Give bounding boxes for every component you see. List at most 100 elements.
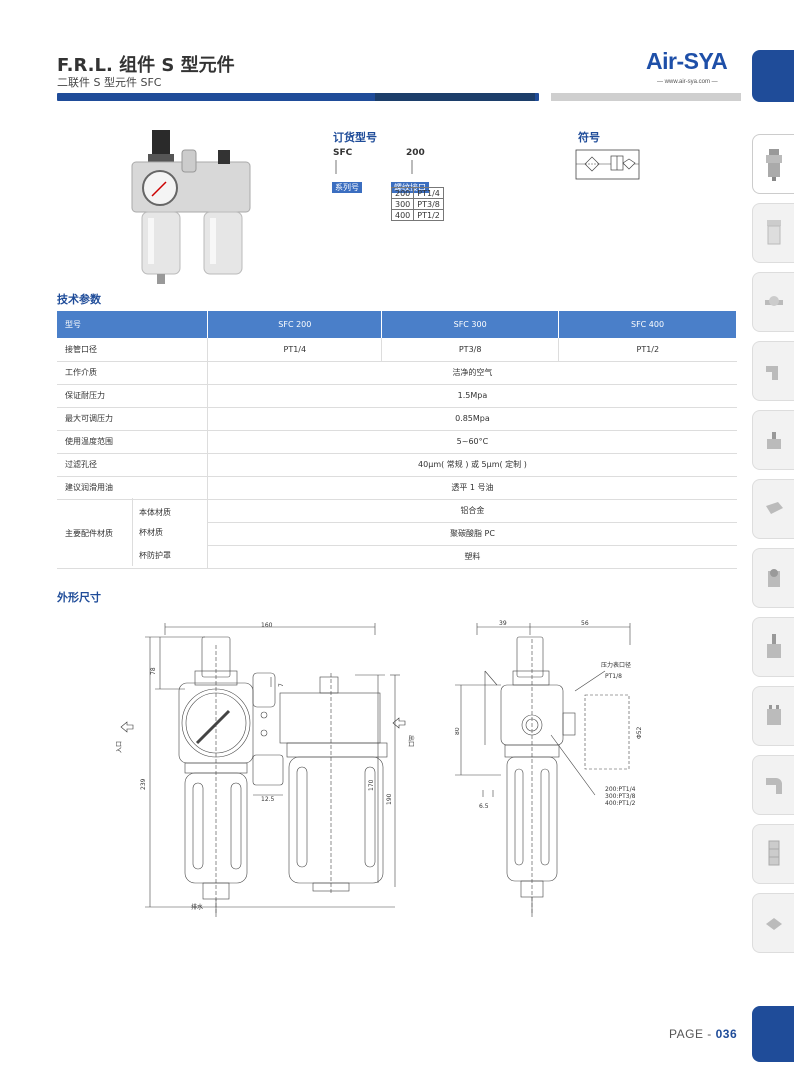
- row-label: 工作介质: [57, 361, 208, 385]
- cylinder-icon: [766, 705, 781, 725]
- side-tab-solenoid[interactable]: [752, 548, 794, 608]
- port-size: 400:PT1/2: [605, 800, 636, 807]
- front-view-drawing: 160 78 239 7 12.5 170 190 入口 出口 排水: [116, 622, 415, 917]
- outlet-arrow-icon: [392, 717, 406, 729]
- dim-6-5: 6.5: [479, 803, 489, 810]
- row-label: 最大可调压力: [57, 407, 208, 431]
- outlet-label: 出口: [407, 735, 415, 747]
- drain-label: 排水: [191, 903, 203, 911]
- page-number-label: PAGE - 036: [669, 1027, 737, 1041]
- side-tab-valve[interactable]: [752, 410, 794, 470]
- filter-bowl: [141, 211, 181, 275]
- side-tab-accessory[interactable]: [752, 893, 794, 953]
- material-divider: [132, 498, 133, 566]
- frl-unit-icon: [765, 149, 782, 181]
- dim-80: 80: [455, 727, 461, 735]
- row-label: 保证耐压力: [57, 384, 208, 408]
- specs-header-row: 型号 SFC 200 SFC 300 SFC 400: [57, 311, 737, 338]
- cell-value: PT1/2: [558, 338, 737, 362]
- symbol-heading: 符号: [578, 131, 600, 144]
- option-code: 300: [390, 198, 415, 210]
- gauge-port-label: 压力表口径: [601, 661, 631, 669]
- cell-value: 5~60°C: [207, 430, 737, 454]
- dim-39: 39: [499, 620, 507, 627]
- solenoid-icon: [767, 569, 780, 587]
- dim-d52: Φ52: [636, 726, 643, 739]
- inlet-arrow-icon: [120, 721, 134, 733]
- table-row: 工作介质洁净的空气: [57, 361, 737, 385]
- header-bar-grey: [551, 93, 741, 101]
- side-tab-pipe[interactable]: [752, 755, 794, 815]
- table-row: 聚碳酸脂 PC: [57, 522, 737, 546]
- side-tab-manifold[interactable]: [752, 617, 794, 677]
- option-thread: PT1/4: [413, 187, 444, 199]
- cell-value: 透平 1 号油: [207, 476, 737, 500]
- elbow-fitting-icon: [765, 366, 778, 380]
- page-tab[interactable]: [752, 1006, 794, 1062]
- dim-190: 190: [386, 793, 393, 805]
- side-tab-elbow[interactable]: [752, 341, 794, 401]
- chapter-tab[interactable]: [752, 50, 794, 102]
- side-tab-frl[interactable]: [752, 134, 794, 194]
- side-tab-fitting[interactable]: [752, 272, 794, 332]
- side-tab-filter[interactable]: [752, 203, 794, 263]
- cell-value: 聚碳酸脂 PC: [207, 522, 737, 546]
- material-label: 杯材质: [139, 528, 163, 537]
- option-thread: PT1/2: [413, 209, 444, 221]
- cell-value: PT3/8: [381, 338, 559, 362]
- side-view-drawing: 39 56 80 Φ52 6.5 压力表口径 PT1/8 200:PT1/4 3…: [455, 620, 643, 917]
- port-size: 200:PT1/4: [605, 786, 636, 793]
- option-code: 400: [390, 209, 415, 221]
- series-tag: 系列号: [332, 182, 362, 193]
- block-icon: [765, 502, 783, 514]
- table-row: 主要配件材质 本体材质 铝合金: [57, 499, 737, 569]
- side-tab-block[interactable]: [752, 479, 794, 539]
- row-label: 建议润滑用油: [57, 476, 208, 500]
- gauge-port-value: PT1/8: [605, 673, 622, 680]
- lubricator-bowl: [203, 211, 243, 275]
- size-code: 200: [406, 148, 425, 158]
- cell-value: 1.5Mpa: [207, 384, 737, 408]
- order-connector-lines: [335, 160, 413, 174]
- regulator-knob: [152, 130, 170, 156]
- dim-small: 7: [278, 683, 285, 687]
- order-heading: 订货型号: [333, 131, 377, 144]
- side-tab-cylinder[interactable]: [752, 686, 794, 746]
- specs-heading: 技术参数: [57, 293, 101, 306]
- dim-56: 56: [581, 620, 589, 627]
- cell-value: 洁净的空气: [207, 361, 737, 385]
- row-label: 接管口径: [57, 338, 208, 362]
- header-bar: [57, 93, 539, 101]
- series-tag-wrap: 系列号: [332, 175, 362, 194]
- fitting-icon: [764, 296, 783, 306]
- material-label: 杯防护罩: [139, 551, 171, 560]
- dim-total-height: 239: [140, 778, 147, 790]
- option-code: 200: [390, 187, 415, 199]
- cell-value: PT1/4: [207, 338, 382, 362]
- cell-value: 铝合金: [207, 499, 737, 523]
- col-header: SFC 300: [381, 311, 560, 338]
- valve-icon: [766, 432, 781, 449]
- dim-top-height: 78: [150, 667, 157, 675]
- product-image: [131, 130, 251, 284]
- table-row: 塑料: [57, 545, 737, 569]
- col-header: SFC 400: [558, 311, 737, 338]
- page-title: F.R.L. 组件 S 型元件: [57, 55, 235, 76]
- manifold-icon: [766, 634, 781, 658]
- dim-width: 160: [261, 622, 273, 629]
- accessory-icon: [765, 918, 782, 930]
- side-tab-silencer[interactable]: [752, 824, 794, 884]
- pneumatic-symbol: [575, 149, 640, 180]
- inlet-label: 入口: [116, 741, 123, 753]
- filter-icon: [766, 220, 781, 245]
- col-header: SFC 200: [207, 311, 383, 338]
- series-code: SFC: [333, 148, 353, 158]
